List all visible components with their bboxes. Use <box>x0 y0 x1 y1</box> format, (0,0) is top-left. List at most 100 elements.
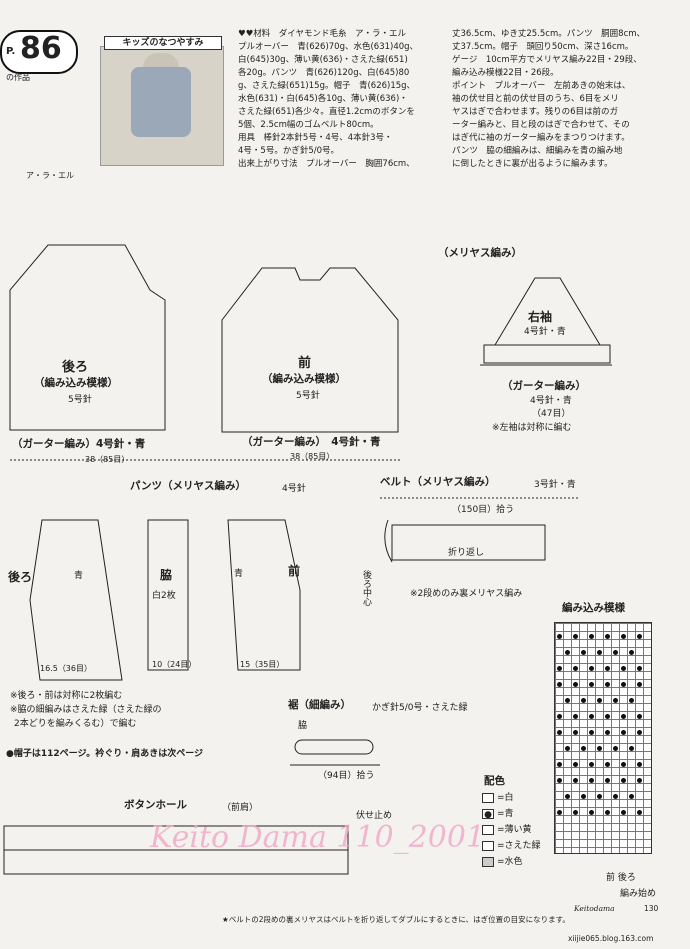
pattern-stitch-dot <box>588 713 594 719</box>
belt-fold: 折り返し <box>448 548 485 558</box>
back-width: 38（85目） <box>85 455 130 464</box>
pants-note-3: 2本どりを編みくるむ）で編む <box>14 719 137 729</box>
legend-blue: ●=青 <box>482 806 514 820</box>
pattern-stitch-dot <box>628 745 634 751</box>
product-photo <box>100 46 224 166</box>
legend-swatch-icon <box>482 792 494 803</box>
pattern-stitch-dot <box>556 777 562 783</box>
pants-back-label: 後ろ <box>8 570 33 584</box>
pattern-stitch-dot <box>628 649 634 655</box>
pattern-stitch-dot <box>604 761 610 767</box>
pattern-stitch-dot <box>564 649 570 655</box>
hem-side: 脇 <box>298 721 308 731</box>
pattern-stitch-dot <box>556 681 562 687</box>
pattern-stitch-dot <box>588 729 594 735</box>
front-garter: （ガーター編み） 4号針・青 <box>242 436 381 448</box>
footer-brand: Keitodama <box>574 904 615 913</box>
materials-column-2: 丈36.5cm、ゆき丈25.5cm。パンツ 胴囲8cm、 丈37.5cm。帽子 … <box>452 29 646 169</box>
legend-heading: 配色 <box>484 775 505 787</box>
pattern-stitch-dot <box>572 665 578 671</box>
pattern-stitch-dot <box>564 745 570 751</box>
pattern-stitch-dot <box>572 713 578 719</box>
front-width: 38（85目） <box>290 452 335 461</box>
pattern-stitch-dot <box>604 633 610 639</box>
legend-swatch-icon: ● <box>482 808 494 820</box>
hat-shape <box>143 53 179 71</box>
pattern-stitch-dot <box>620 809 626 815</box>
pants-side-label: 脇 <box>160 568 173 582</box>
pattern-stitch-dot <box>604 713 610 719</box>
pattern-stitch-dot <box>612 793 618 799</box>
back-needle: 5号針 <box>68 395 92 405</box>
pattern-stitch-dot <box>612 649 618 655</box>
pants-note-1: ※後ろ・前は対称に2枚編む <box>10 691 123 701</box>
pattern-stitch-dot <box>636 681 642 687</box>
pattern-stitch-dot <box>572 809 578 815</box>
pattern-stitch-dot <box>572 633 578 639</box>
pattern-stitch-dot <box>588 681 594 687</box>
pattern-front-back: 前 後ろ <box>606 873 636 883</box>
sleeve-garter: （ガーター編み） <box>502 380 586 392</box>
sleeve-note: ※左袖は対称に編む <box>492 423 572 433</box>
pattern-stitch-dot <box>612 697 618 703</box>
pants-front-color: 青 <box>234 569 244 579</box>
belt-needle: 3号針・青 <box>534 480 576 490</box>
page-badge: P. 86 <box>0 30 78 74</box>
pattern-stitch-dot <box>556 665 562 671</box>
photo-title: キッズのなつやすみ <box>104 36 222 50</box>
pattern-stitch-dot <box>620 665 626 671</box>
pattern-grid <box>554 622 652 854</box>
pattern-stitch-dot <box>588 761 594 767</box>
legend-white: =白 <box>482 790 514 803</box>
pattern-stitch-dot <box>572 681 578 687</box>
pattern-stitch-dot <box>628 793 634 799</box>
back-title: 後ろ <box>62 360 89 375</box>
pattern-stitch-dot <box>620 713 626 719</box>
sleeve-title: 右袖 <box>528 310 553 324</box>
pants-side-bottom: 10（24目） <box>152 660 197 669</box>
pattern-stitch-dot <box>636 761 642 767</box>
pattern-stitch-dot <box>636 777 642 783</box>
pattern-stitch-dot <box>580 793 586 799</box>
belt-width: （150目）拾う <box>452 505 515 515</box>
pants-side-sub: 白2枚 <box>152 591 176 601</box>
footer-page: 130 <box>644 904 659 913</box>
pattern-stitch-dot <box>572 729 578 735</box>
pattern-stitch-dot <box>580 649 586 655</box>
pants-needle: 4号針 <box>282 484 306 494</box>
pattern-stitch-dot <box>636 713 642 719</box>
pattern-stitch-dot <box>572 777 578 783</box>
pattern-stitch-dot <box>564 697 570 703</box>
legend-swatch-icon <box>482 824 494 835</box>
pattern-stitch-dot <box>604 809 610 815</box>
pattern-stitch-dot <box>580 745 586 751</box>
pants-front-label: 前 <box>288 564 301 578</box>
buttonhole-heading: ボタンホール <box>124 799 187 811</box>
pants-back-bottom: 16.5（36目） <box>40 664 92 673</box>
hem-hook: かぎ針5/0号・さえた緑 <box>372 703 468 713</box>
pattern-stitch-dot <box>620 777 626 783</box>
pattern-stitch-dot <box>620 681 626 687</box>
legend-green: =さえた緑 <box>482 838 541 851</box>
pattern-stitch-dot <box>564 793 570 799</box>
legend-lightblue: =水色 <box>482 854 523 867</box>
pattern-stitch-dot <box>588 633 594 639</box>
footer-note: ★ベルトの2段めの裏メリヤスはベルトを折り返してダブルにするときに、はぎ位置の目… <box>222 915 570 924</box>
back-garter: （ガーター編み）4号針・青 <box>12 438 146 450</box>
pattern-stitch-dot <box>604 729 610 735</box>
pattern-stitch-dot <box>580 697 586 703</box>
buttonhole-sub: （前肩） <box>222 803 259 813</box>
pattern-stitch-dot <box>588 809 594 815</box>
belt-heading: ベルト（メリヤス編み） <box>380 476 496 488</box>
hem-heading: 裾（細編み） <box>288 699 351 711</box>
pattern-stitch-dot <box>604 777 610 783</box>
pattern-stitch-dot <box>604 681 610 687</box>
sleeve-garter-needle: 4号針・青 <box>530 396 572 406</box>
pattern-stitch-dot <box>588 665 594 671</box>
brand-label: ア・ラ・エル <box>26 171 74 180</box>
front-title: 前 <box>298 356 312 371</box>
pattern-stitch-dot <box>636 665 642 671</box>
belt-note: ※2段めのみ裏メリヤス編み <box>410 589 523 599</box>
legend-swatch-icon <box>482 840 494 851</box>
pattern-stitch-dot <box>556 713 562 719</box>
